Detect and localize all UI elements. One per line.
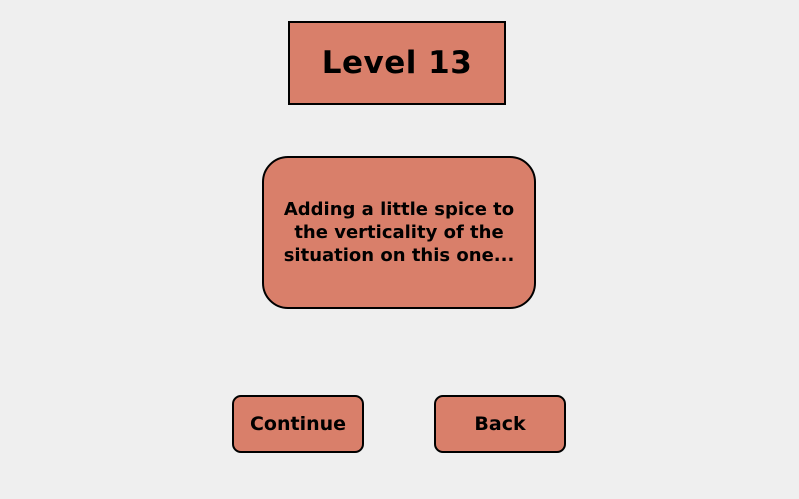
level-title-panel: Level 13 xyxy=(288,21,506,105)
level-description-panel: Adding a little spice to the verticality… xyxy=(262,156,536,309)
level-description: Adding a little spice to the verticality… xyxy=(283,199,515,266)
level-title: Level 13 xyxy=(321,45,473,81)
back-button-label: Back xyxy=(474,413,526,435)
continue-button[interactable]: Continue xyxy=(232,395,364,453)
back-button[interactable]: Back xyxy=(434,395,566,453)
continue-button-label: Continue xyxy=(249,413,347,435)
